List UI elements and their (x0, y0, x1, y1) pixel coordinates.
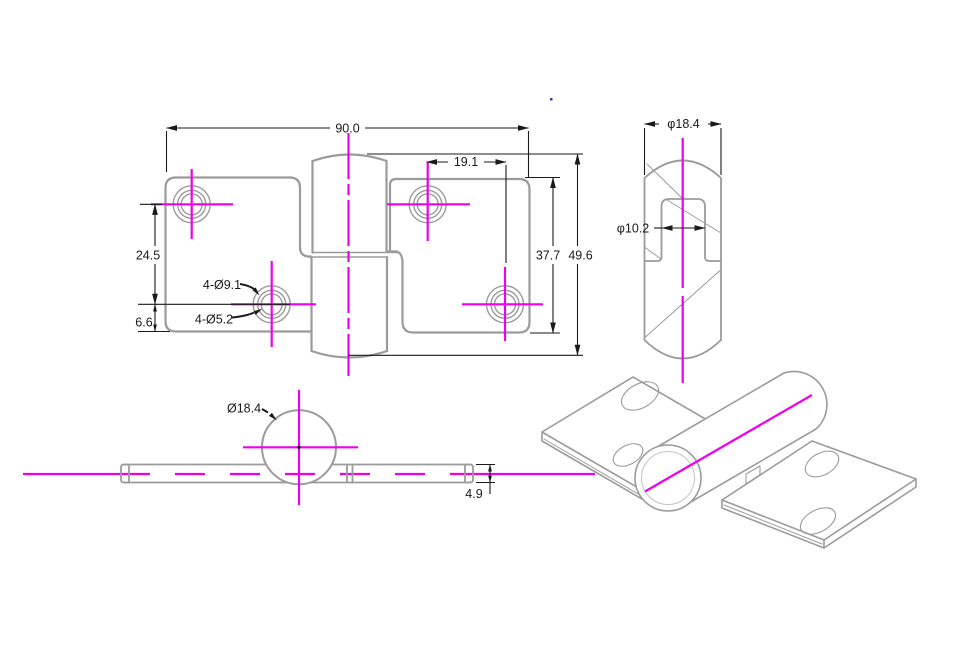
dim-text-row-spacing: 24.5 (136, 249, 160, 263)
iso-right-plate-tab (745, 465, 761, 485)
iso-right-plate-hole-2 (799, 507, 837, 535)
side-view-barrel-outline (643, 159, 722, 360)
leader-front-dia-arrow (268, 412, 277, 421)
artifact-dot (550, 98, 553, 101)
iso-left-plate-hole-1 (620, 381, 660, 411)
iso-cylinder-end-chamfer (641, 451, 695, 505)
front-bar-left-cap (120, 463, 130, 484)
dim-text-plate-height: 37.7 (536, 249, 560, 263)
leader-hole (231, 311, 255, 319)
dim-text-overall-width: 90.0 (335, 122, 359, 136)
iso-left-plate-inner-edge (543, 438, 641, 496)
front-circle-center-dot (297, 445, 301, 449)
iso-right-plate-hole-1 (804, 450, 840, 478)
iso-left-plate-hole-2 (612, 443, 644, 467)
dim-text-hole-spacing: 19.1 (454, 155, 478, 169)
dim-text-edge-offset: 6.6 (135, 316, 152, 330)
dim-text-thickness: 4.9 (465, 487, 482, 501)
side-view-surface-line-1 (646, 163, 683, 199)
top-view-left-plate (164, 176, 313, 333)
dim-text-barrel-length: 49.6 (568, 249, 592, 263)
iso-right-plate-inner-edge (723, 504, 823, 545)
dim-text-outer-dia: φ18.4 (667, 117, 699, 131)
centerline-iso-axis (644, 394, 813, 493)
leader-hole-arrow (253, 308, 263, 315)
dim-text-inner-dia: φ10.2 (617, 222, 649, 236)
iso-right-plate-side (721, 478, 917, 549)
side-view-surface-line-2 (666, 199, 722, 234)
dim-text-counterbore: 4-Ø9.1 (203, 278, 241, 292)
side-view-surface-line-3 (644, 246, 662, 260)
front-bar-right-cap (464, 463, 474, 484)
leader-counterbore-arrow (252, 287, 260, 296)
dim-text-hole: 4-Ø5.2 (195, 313, 233, 327)
top-view-right-plate (385, 177, 531, 334)
leader-front-dia (261, 408, 269, 414)
dim-text-front-dia: Ø18.4 (227, 402, 261, 416)
